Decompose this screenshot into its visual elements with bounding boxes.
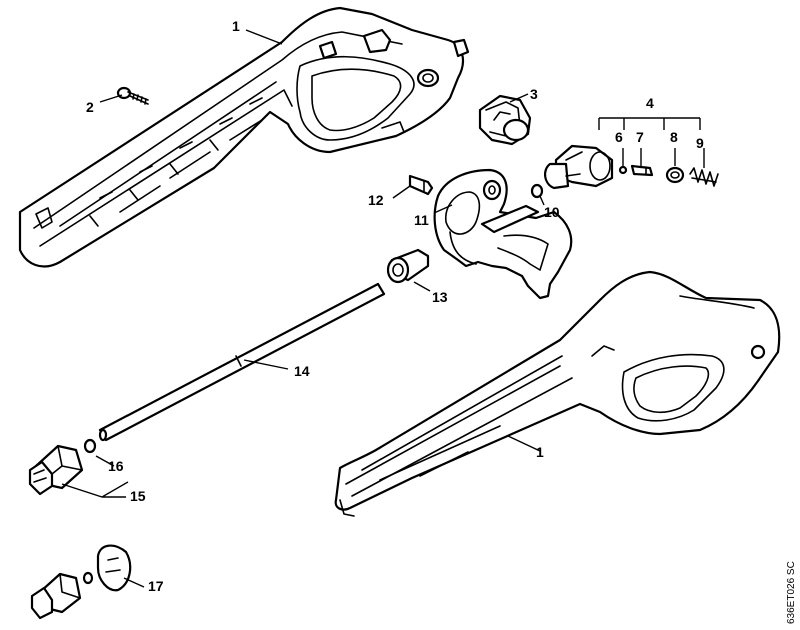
part-2-screw — [116, 86, 149, 105]
callout-12: 12 — [368, 192, 384, 208]
part-15-nipple — [28, 444, 84, 496]
part-14-tube — [98, 282, 386, 442]
part-12-pin — [408, 174, 434, 196]
part-6-ball — [618, 165, 628, 175]
part-1-handle-half-lower — [334, 270, 781, 517]
callout-3: 3 — [530, 86, 538, 102]
part-17-screen — [30, 544, 132, 620]
callout-4: 4 — [646, 95, 654, 111]
part-13-bushing — [386, 248, 430, 284]
leader-lines — [61, 29, 705, 588]
callout-16: 16 — [108, 458, 124, 474]
part-9-spring — [689, 167, 719, 187]
callout-9: 9 — [696, 135, 704, 151]
callout-7: 7 — [636, 129, 644, 145]
part-8-seat — [665, 166, 685, 184]
part-1-handle-half-upper — [18, 6, 470, 268]
callout-17: 17 — [148, 578, 164, 594]
part-11-trigger — [433, 168, 573, 300]
part-16-o-ring — [83, 438, 97, 454]
callout-6: 6 — [615, 129, 623, 145]
callout-11: 11 — [414, 212, 429, 228]
callout-15: 15 — [130, 488, 146, 504]
callouts: 1 2 3 4 6 7 8 9 10 11 12 13 14 1 16 15 1… — [86, 18, 704, 594]
reference-code: 636ET026 SC — [786, 561, 797, 624]
callout-13: 13 — [432, 289, 448, 305]
part-3-fitting — [478, 94, 532, 146]
callout-8: 8 — [670, 129, 678, 145]
part-valve-body — [544, 144, 614, 190]
callout-1-upper: 1 — [232, 18, 240, 34]
part-10-o-ring — [530, 183, 544, 199]
part-7-pin — [630, 164, 654, 177]
callout-2: 2 — [86, 99, 94, 115]
callout-10: 10 — [544, 204, 560, 220]
callout-1-lower: 1 — [536, 444, 544, 460]
callout-14: 14 — [294, 363, 310, 379]
